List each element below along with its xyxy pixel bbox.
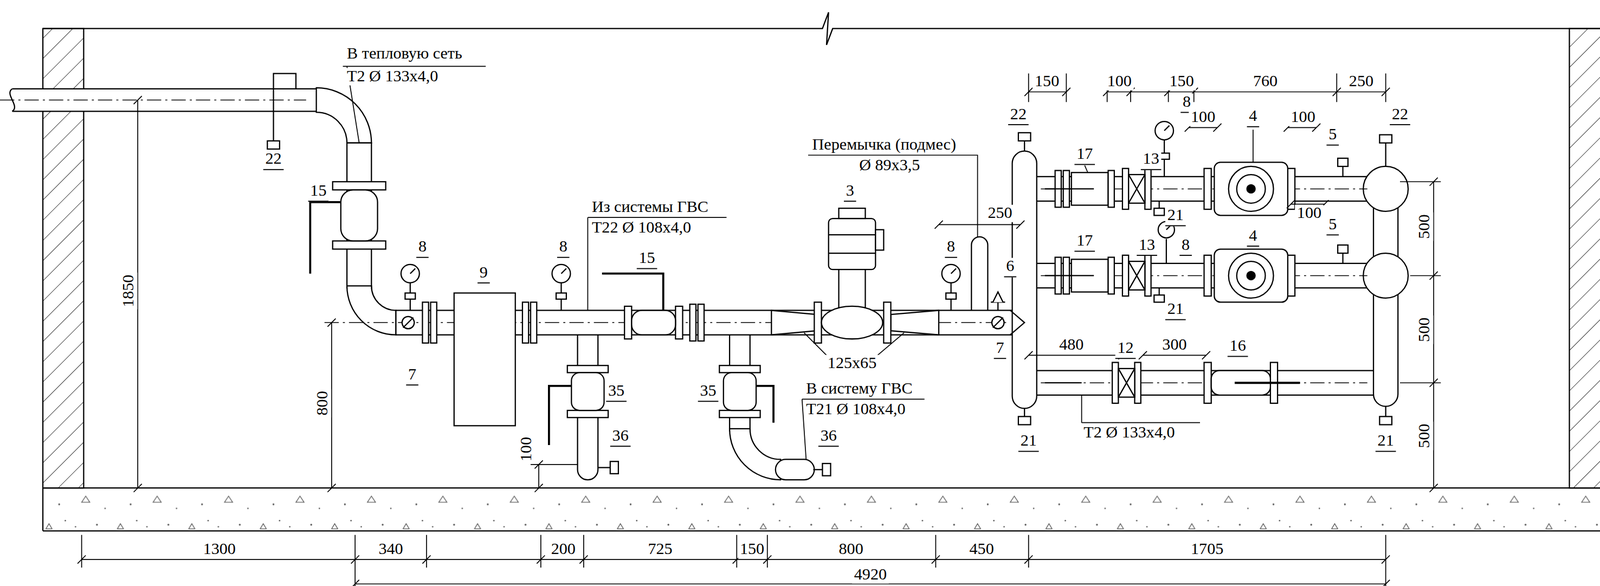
dimension-value: 500	[1415, 315, 1434, 345]
callout-number: 3	[843, 182, 857, 202]
dimension-value: 1705	[1188, 540, 1226, 558]
callout-number: 4	[1247, 107, 1260, 127]
callout-number: 5	[1326, 126, 1339, 146]
pipe-label: Т2 Ø 133x4,0	[1081, 424, 1178, 442]
dimension-value: 125x65	[825, 355, 879, 373]
dimension-value: 300	[1160, 336, 1190, 354]
callout-number: 16	[1227, 337, 1249, 357]
callout-number: 21	[1375, 432, 1397, 452]
pipe-label: Из системы ГВС	[589, 198, 711, 216]
callout-number: 8	[416, 238, 429, 258]
pipes	[9, 87, 1409, 480]
dimension-value: 800	[313, 389, 332, 418]
callout-number: 13	[1140, 150, 1162, 170]
callout-number: 9	[477, 263, 490, 283]
callout-number: 36	[818, 427, 840, 447]
dimension-value: 250	[985, 204, 1015, 223]
dimension-value: 100	[1288, 108, 1318, 127]
dimension-value: 500	[1415, 212, 1434, 242]
callout-number: 35	[698, 382, 719, 402]
dimension-value: 150	[1032, 73, 1062, 91]
dimension-value: 100	[1188, 108, 1218, 127]
callout-number: 8	[1179, 236, 1192, 256]
callout-number: 13	[1136, 236, 1158, 256]
dimension-value: 760	[1250, 73, 1280, 91]
callout-number: 15	[636, 249, 658, 269]
dimension-value: 150	[737, 540, 767, 558]
pipe-label: Ø 89x3,5	[856, 156, 922, 174]
pipe-label: Перемычка (подмес)	[810, 136, 959, 154]
fittings	[267, 73, 1392, 476]
dimension-value: 800	[836, 540, 866, 558]
pipe-label: Т21 Ø 108x4,0	[804, 400, 908, 418]
callout-number: 17	[1074, 145, 1095, 165]
callout-number: 4	[1247, 227, 1260, 247]
center-lines	[0, 100, 1368, 384]
dimension-value: 100	[518, 434, 536, 464]
pipe-label: Т22 Ø 108x4,0	[589, 218, 694, 237]
dimension-value: 4920	[852, 565, 889, 584]
callout-number: 22	[263, 150, 285, 170]
dimension-value: 340	[376, 540, 406, 558]
callout-number: 22	[1008, 105, 1029, 125]
callout-number: 35	[605, 382, 627, 402]
callout-number: 36	[610, 427, 631, 447]
callout-number: 17	[1074, 232, 1095, 252]
dimension-value: 725	[646, 540, 675, 558]
dimension-value: 200	[549, 540, 578, 558]
dimension-lines	[77, 73, 1441, 586]
pipe-label: Т2 Ø 133x4,0	[344, 67, 441, 86]
callout-number: 15	[308, 182, 329, 202]
callout-number: 7	[405, 365, 419, 385]
dimension-value: 480	[1056, 336, 1086, 354]
dimension-value: 500	[1415, 421, 1434, 451]
dimension-value: 150	[1167, 73, 1197, 91]
dimension-value: 450	[967, 540, 997, 558]
dimension-value: 1850	[119, 272, 138, 310]
pipe-label: В систему ГВС	[804, 380, 915, 398]
callout-number: 22	[1389, 105, 1411, 125]
callout-number: 21	[1165, 300, 1186, 320]
callout-number: 6	[1004, 257, 1017, 277]
callout-number: 5	[1326, 216, 1339, 236]
callout-number: 8	[944, 238, 958, 258]
dimension-value: 1300	[201, 540, 238, 558]
dimension-value: 100	[1294, 204, 1324, 223]
callout-number: 21	[1018, 432, 1040, 452]
callout-number: 12	[1115, 339, 1137, 359]
pipe-label: В тепловую сеть	[344, 45, 464, 63]
dimension-value: 100	[1105, 73, 1134, 91]
callout-number: 21	[1165, 207, 1186, 227]
callout-number: 8	[557, 238, 570, 258]
dimension-value: 250	[1346, 73, 1376, 91]
callout-number: 7	[994, 339, 1007, 359]
leader-lines	[343, 66, 1254, 460]
